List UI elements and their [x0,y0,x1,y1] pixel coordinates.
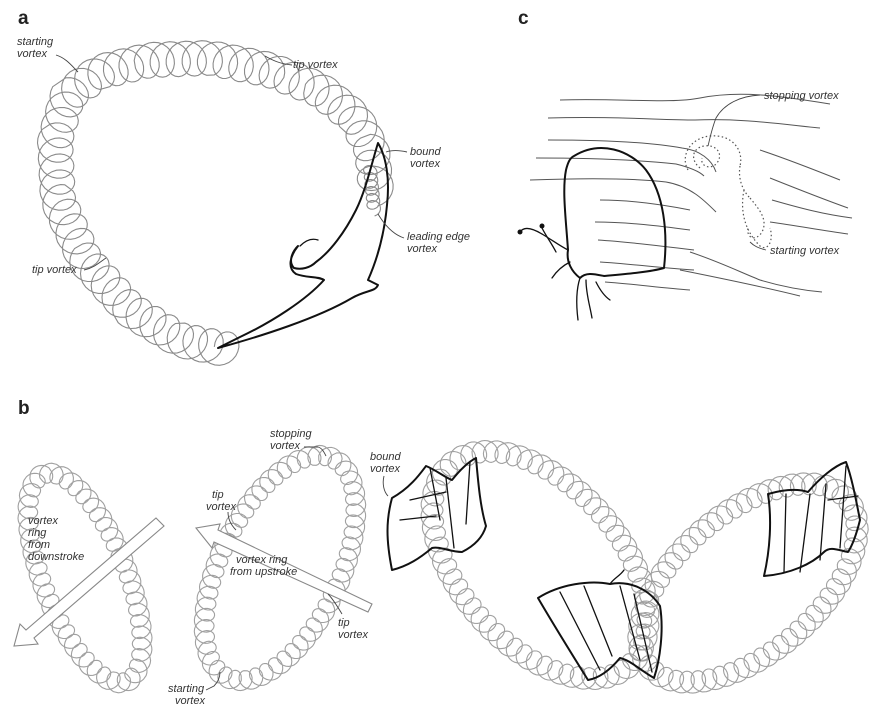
label-b-bound-vortex: bound vortex [370,451,404,475]
label-b-vortex-ring-downstroke: vortex ring from downstroke [28,515,84,563]
panel-a-letter: a [18,8,29,29]
label-a-bound-vortex: bound vortex [410,146,444,170]
panel-b-letter: b [18,398,30,419]
label-c-starting-vortex: starting vortex [770,245,840,257]
vortex-coil [628,473,868,693]
label-b-tip-vortex-upper: tip vortex [206,489,236,513]
stopping-vortex-swirl [685,136,750,198]
label-b-stopping-vortex: stopping vortex [270,428,315,452]
vortex-coil [18,463,152,693]
panel-b-vortex-rings [18,441,868,694]
label-c-stopping-vortex: stopping vortex [764,90,839,102]
label-a-leading-edge-vortex: leading edge vortex [407,231,473,255]
bat-icon [388,458,487,570]
bird-wing-icon [218,143,388,348]
label-a-starting-vortex: starting vortex [17,36,56,60]
label-b-starting-vortex: starting vortex [168,683,207,707]
label-b-tip-vortex-lower: tip vortex [338,617,368,641]
flow-streamlines [530,94,852,296]
label-a-tip-vortex-left: tip vortex [32,264,77,276]
label-b-vortex-ring-upstroke: vortex ring from upstroke [230,554,297,578]
panel-b: b vortex ring from downstroke st [14,398,868,707]
butterfly-icon [518,148,666,320]
starting-vortex-swirl [743,190,772,248]
vortex-coil [421,441,659,690]
panel-c: c [518,8,853,320]
panel-a: a starting vortex tip vortex bound vorte… [17,8,473,365]
vortex-coil [38,41,394,366]
label-a-tip-vortex-top: tip vortex [293,59,338,71]
panel-c-letter: c [518,8,529,29]
panel-a-vortex-loop [38,41,394,366]
